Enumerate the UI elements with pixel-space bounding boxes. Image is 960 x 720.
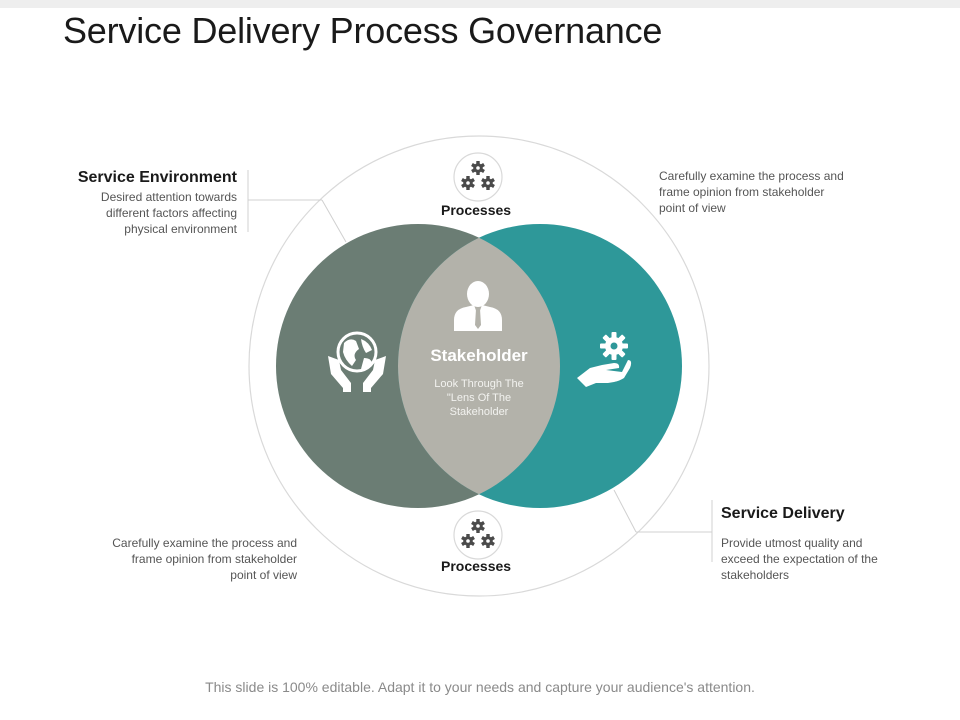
service-delivery-description: Provide utmost quality and exceed the ex… xyxy=(721,536,878,582)
gear-in-hand-icon xyxy=(577,332,632,387)
top-process-icon-badge xyxy=(453,152,503,202)
service-environment-description: Desired attention towards different fact… xyxy=(100,190,237,236)
top-right-note: Carefully examine the process and frame … xyxy=(659,169,844,215)
service-delivery-title: Service Delivery xyxy=(721,505,845,522)
gears-icon xyxy=(461,519,495,548)
globe-in-hands-icon xyxy=(328,331,386,392)
top-bar xyxy=(0,0,960,8)
person-icon xyxy=(454,281,502,331)
bottom-left-note: Carefully examine the process and frame … xyxy=(112,536,297,582)
bottom-process-label: Processes xyxy=(441,558,512,574)
service-environment-title: Service Environment xyxy=(77,169,237,186)
gears-icon xyxy=(461,161,495,190)
stakeholder-description: Look Through The "Lens Of The Stakeholde… xyxy=(434,378,524,418)
bottom-process-icon-badge xyxy=(453,510,503,560)
slide-title: Service Delivery Process Governance xyxy=(63,10,663,51)
outer-ring xyxy=(248,135,710,597)
top-process-label: Processes xyxy=(441,202,512,218)
stakeholder-title: Stakeholder xyxy=(430,346,528,365)
footer-note: This slide is 100% editable. Adapt it to… xyxy=(205,679,755,695)
connector-lines xyxy=(247,170,713,562)
